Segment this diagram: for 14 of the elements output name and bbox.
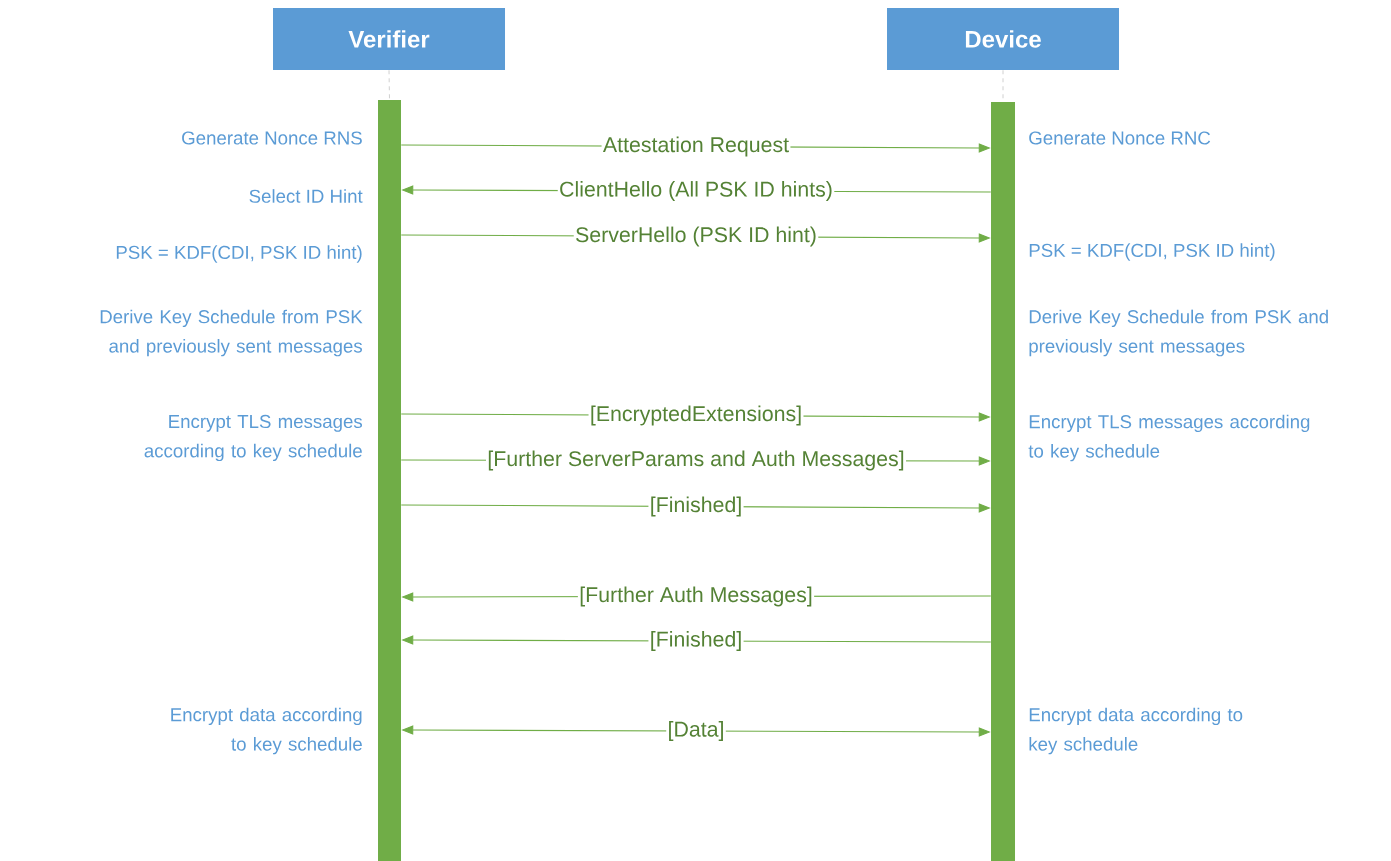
lifeline-bar (991, 102, 1015, 861)
message-label: [Further ServerParams and Auth Messages] (486, 449, 907, 472)
lifeline-connector (388, 70, 390, 100)
message-label: [Further Auth Messages] (577, 585, 815, 608)
lifeline-bar (378, 100, 401, 861)
participant-box: Device (887, 8, 1119, 70)
message-label: [Finished] (648, 629, 744, 653)
message-label: [Finished] (648, 495, 744, 518)
message-label: ClientHello (All PSK ID hints) (557, 179, 835, 203)
message-label: [EncryptedExtensions] (588, 404, 804, 427)
message-label: [Data] (666, 719, 726, 743)
participant-box: Verifier (273, 8, 505, 70)
message-label: ServerHello (PSK ID hint) (573, 225, 819, 248)
message-label: Attestation Request (601, 135, 791, 158)
